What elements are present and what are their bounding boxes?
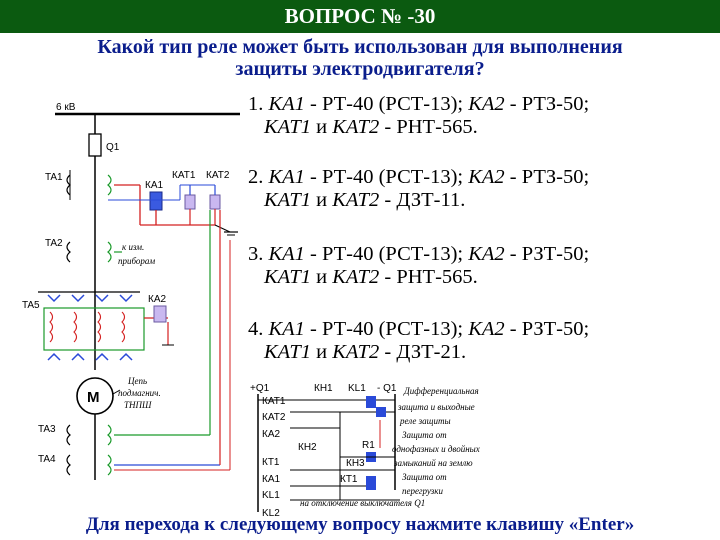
question-line-1: Какой тип реле может быть использован дл… — [97, 36, 623, 58]
excitation-label-3: ТНПШ — [124, 400, 152, 410]
r1-label: R1 — [362, 440, 375, 451]
kh1-label: КН1 — [314, 383, 333, 394]
enter-key-label[interactable]: Enter — [578, 514, 625, 535]
answer-option-1[interactable]: 1. КА1 - РТ-40 (РСТ-13); КА2 - РТЗ-50; К… — [248, 93, 590, 138]
ka2-label: КА2 — [148, 294, 166, 305]
answer-option-4[interactable]: 4. КА1 - РТ-40 (РСТ-13); КА2 - РЗТ-50; К… — [248, 318, 590, 363]
minus-q1-label: - Q1 — [377, 383, 397, 394]
kt1-coil — [366, 476, 376, 490]
note-trip: на отключение выключателя Q1 — [300, 498, 425, 508]
kh2-label: КН2 — [298, 442, 317, 453]
kl1-coil — [366, 396, 376, 408]
ta1-label: TA1 — [45, 172, 63, 183]
ka1-relay — [149, 191, 163, 211]
excitation-label-2: подмагнич. — [118, 388, 161, 398]
note-diff-2: защита и выходные — [397, 402, 475, 412]
to-meters-label-2: приборам — [118, 256, 155, 266]
contact-kat1-label: КАТ1 — [262, 396, 286, 407]
note-overload-2: перегрузки — [402, 486, 443, 496]
ta2-label: TA2 — [45, 238, 63, 249]
to-meters-label-1: к изм. — [122, 242, 144, 252]
contact-kat2-label: КАТ2 — [262, 412, 286, 423]
kat1-label: КАТ1 — [172, 170, 196, 181]
kat2-relay — [209, 194, 221, 210]
kl1-label: KL1 — [348, 383, 366, 394]
bus-voltage-label: 6 кВ — [56, 102, 76, 113]
note-earth-2: однофазных и двойных — [392, 444, 480, 454]
breaker-q1-label: Q1 — [106, 142, 120, 153]
ta4-label: TA4 — [38, 454, 56, 465]
contact-ka1-label: КА1 — [262, 474, 280, 485]
question-text: Какой тип реле может быть использован дл… — [20, 36, 700, 80]
ka2-relay — [153, 305, 167, 323]
note-overload-1: Защита от — [402, 472, 447, 482]
excitation-label-1: Цепь — [127, 376, 147, 386]
kh1-coil — [376, 407, 386, 417]
kat2-label: КАТ2 — [206, 170, 230, 181]
header-bar: ВОПРОС № -30 — [0, 0, 720, 33]
ta3-label: TA3 — [38, 424, 56, 435]
answer-option-2[interactable]: 2. КА1 - РТ-40 (РСТ-13); КА2 - РТЗ-50; К… — [248, 166, 590, 211]
note-diff-3: реле защиты — [399, 416, 451, 426]
kt1-label: КТ1 — [340, 474, 358, 485]
note-earth-3: замыканий на землю — [393, 458, 473, 468]
kat1-relay — [184, 194, 196, 210]
footer-instruction: Для перехода к следующему вопросу нажмит… — [85, 514, 635, 535]
note-earth-1: Защита от — [402, 430, 447, 440]
motor-label: М — [87, 389, 100, 406]
answer-option-3[interactable]: 3. КА1 - РТ-40 (РСТ-13); КА2 - РЗТ-50; К… — [248, 243, 590, 288]
question-number-title: ВОПРОС № -30 — [284, 4, 436, 28]
kh3-label: КН3 — [346, 458, 365, 469]
plus-q1-label: +Q1 — [250, 383, 270, 394]
ta5-label: TA5 — [22, 300, 40, 311]
contact-ka2-label: КА2 — [262, 429, 280, 440]
ka1-label: КА1 — [145, 180, 163, 191]
contact-kt1-label: КТ1 — [262, 457, 280, 468]
contact-kl1-label: KL1 — [262, 490, 280, 501]
ta5-core-box — [43, 307, 145, 351]
contact-kl2-label: KL2 — [262, 508, 280, 519]
note-diff-1: Дифференциальная — [403, 386, 479, 396]
breaker-q1-symbol — [88, 133, 102, 157]
question-line-2: защиты электродвигателя? — [235, 58, 485, 80]
